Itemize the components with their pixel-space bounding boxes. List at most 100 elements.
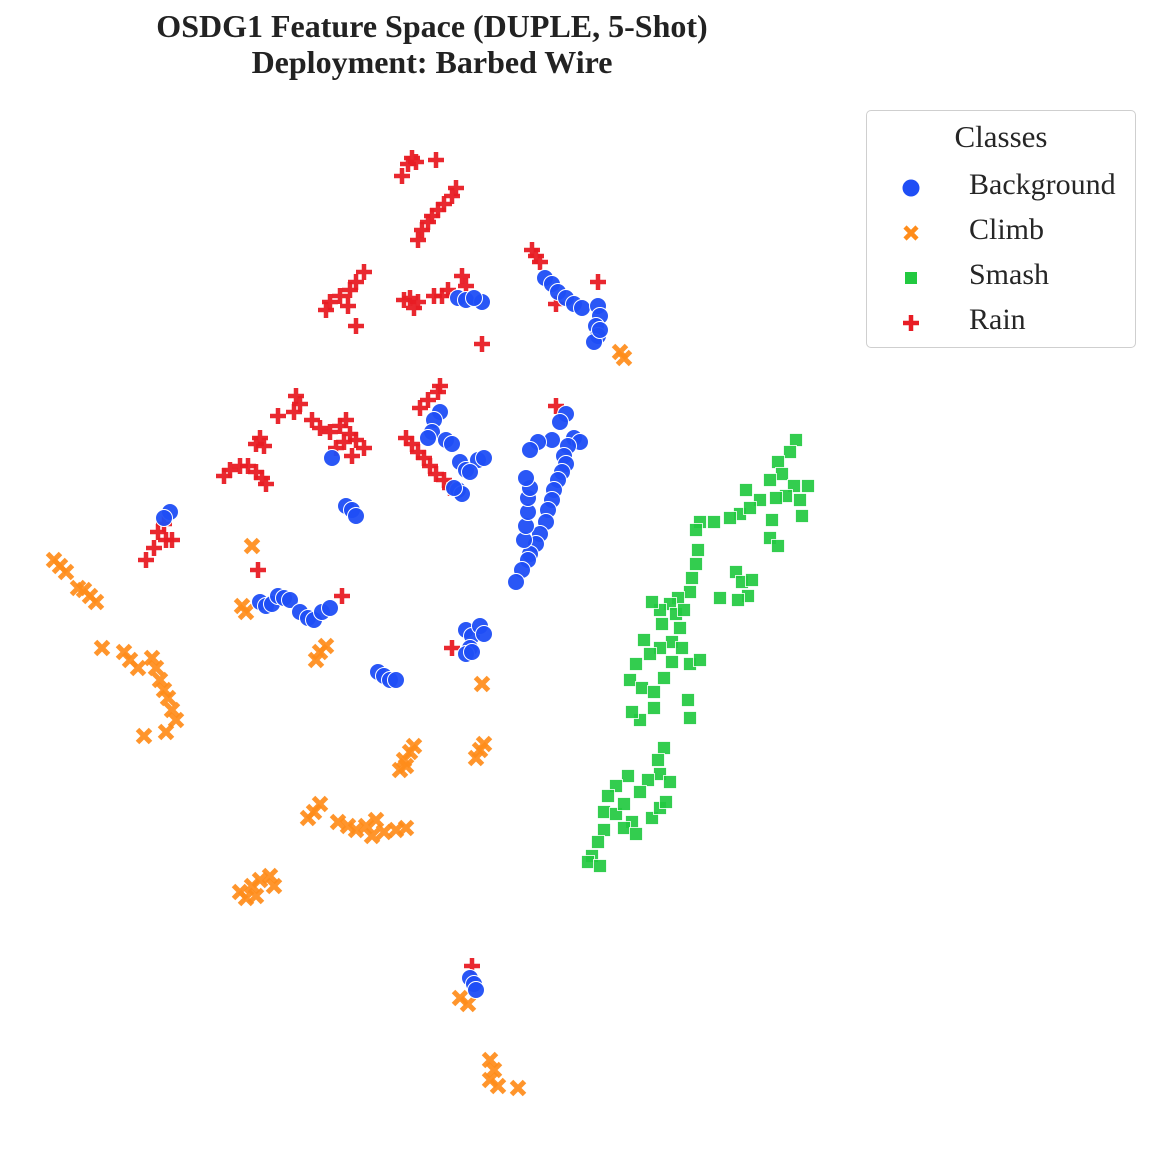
plus-marker-icon	[318, 302, 334, 318]
legend-label: Smash	[969, 258, 1050, 291]
plus-marker-icon	[332, 288, 348, 304]
square-marker-icon	[657, 741, 671, 755]
square-marker-icon	[689, 557, 703, 571]
circle-marker-icon	[465, 289, 483, 307]
plus-marker-icon	[146, 540, 162, 556]
circle-marker-icon	[521, 441, 539, 459]
legend-label: Background	[969, 168, 1116, 201]
x-marker-icon	[69, 579, 87, 597]
square-marker-icon	[783, 445, 797, 459]
x-marker-icon	[481, 1051, 499, 1069]
circle-marker-icon	[475, 625, 493, 643]
plus-marker-icon	[256, 438, 272, 454]
circle-marker-icon	[155, 509, 173, 527]
legend-label: Rain	[969, 303, 1026, 336]
circle-marker-icon	[281, 591, 299, 609]
square-marker-icon	[745, 573, 759, 587]
plus-marker-icon	[440, 282, 456, 298]
x-marker-icon	[87, 593, 105, 611]
plus-marker-icon	[286, 404, 302, 420]
square-marker-icon	[769, 491, 783, 505]
x-marker-icon	[147, 659, 165, 677]
square-marker-icon	[683, 711, 697, 725]
x-marker-icon	[265, 877, 283, 895]
legend-item-smash: Smash	[867, 256, 1135, 296]
plus-marker-icon	[474, 336, 490, 352]
square-marker-icon	[601, 789, 615, 803]
square-marker-icon	[723, 511, 737, 525]
circle-marker-icon	[323, 449, 341, 467]
x-marker-icon	[509, 1079, 527, 1097]
x-marker-icon	[475, 735, 493, 753]
plus-marker-icon	[414, 222, 430, 238]
square-marker-icon	[625, 705, 639, 719]
circle-marker-icon	[463, 643, 481, 661]
plus-marker-icon	[348, 318, 364, 334]
square-marker-icon	[675, 641, 689, 655]
plus-marker-icon	[406, 300, 422, 316]
x-marker-icon	[251, 871, 269, 889]
x-marker-icon	[397, 757, 415, 775]
plus-marker-icon	[532, 254, 548, 270]
square-marker-icon	[655, 617, 669, 631]
plus-marker-icon	[342, 282, 358, 298]
square-marker-icon	[641, 773, 655, 787]
x-marker-icon	[329, 813, 347, 831]
square-marker-icon	[905, 272, 917, 284]
x-marker-icon	[157, 723, 175, 741]
x-marker-icon	[93, 639, 111, 657]
plus-marker-icon	[408, 154, 424, 170]
square-marker-icon	[597, 823, 611, 837]
circle-marker-icon	[443, 435, 461, 453]
square-marker-icon	[623, 673, 637, 687]
plus-marker-icon	[410, 232, 426, 248]
plus-marker-icon	[270, 408, 286, 424]
x-marker-icon	[397, 819, 415, 837]
circle-marker-icon	[461, 463, 479, 481]
x-marker-icon	[143, 649, 161, 667]
circle-marker-icon	[419, 429, 437, 447]
x-marker-icon	[459, 995, 477, 1013]
square-marker-icon	[681, 693, 695, 707]
plus-marker-icon	[348, 432, 364, 448]
square-marker-icon	[621, 769, 635, 783]
circle-marker-icon	[507, 573, 525, 591]
series-background	[155, 269, 609, 999]
x-marker-icon	[375, 823, 393, 841]
square-marker-icon	[673, 621, 687, 635]
x-marker-icon	[467, 749, 485, 767]
x-marker-icon	[489, 1077, 507, 1095]
square-marker-icon	[647, 701, 661, 715]
x-marker-icon	[243, 537, 261, 555]
plus-marker-icon	[394, 168, 410, 184]
legend-item-background: Background	[867, 166, 1135, 206]
chart-title-line2: Deployment: Barbed Wire	[251, 44, 613, 80]
plus-marker-icon	[444, 640, 460, 656]
x-marker-icon	[405, 737, 423, 755]
square-marker-icon	[731, 593, 745, 607]
legend-label: Climb	[969, 213, 1045, 246]
square-marker-icon	[685, 571, 699, 585]
x-marker-icon	[151, 671, 169, 689]
plus-marker-icon	[432, 378, 448, 394]
circle-marker-icon	[347, 507, 365, 525]
x-marker-icon	[237, 603, 255, 621]
circle-marker-icon	[467, 981, 485, 999]
legend: Classes Background Climb Smash Rain	[866, 110, 1136, 348]
x-marker-icon	[163, 701, 181, 719]
square-marker-icon	[657, 671, 671, 685]
plus-marker-icon	[304, 412, 320, 428]
square-marker-icon	[659, 795, 673, 809]
square-marker-icon	[801, 479, 815, 493]
square-marker-icon	[765, 513, 779, 527]
circle-marker-icon	[475, 449, 493, 467]
square-marker-icon	[633, 785, 647, 799]
plus-marker-icon	[420, 392, 436, 408]
x-marker-icon	[485, 1061, 503, 1079]
plus-marker-icon	[138, 552, 154, 568]
square-marker-icon	[637, 633, 651, 647]
square-marker-icon	[593, 859, 607, 873]
square-marker-icon	[713, 591, 727, 605]
square-marker-icon	[581, 855, 595, 869]
